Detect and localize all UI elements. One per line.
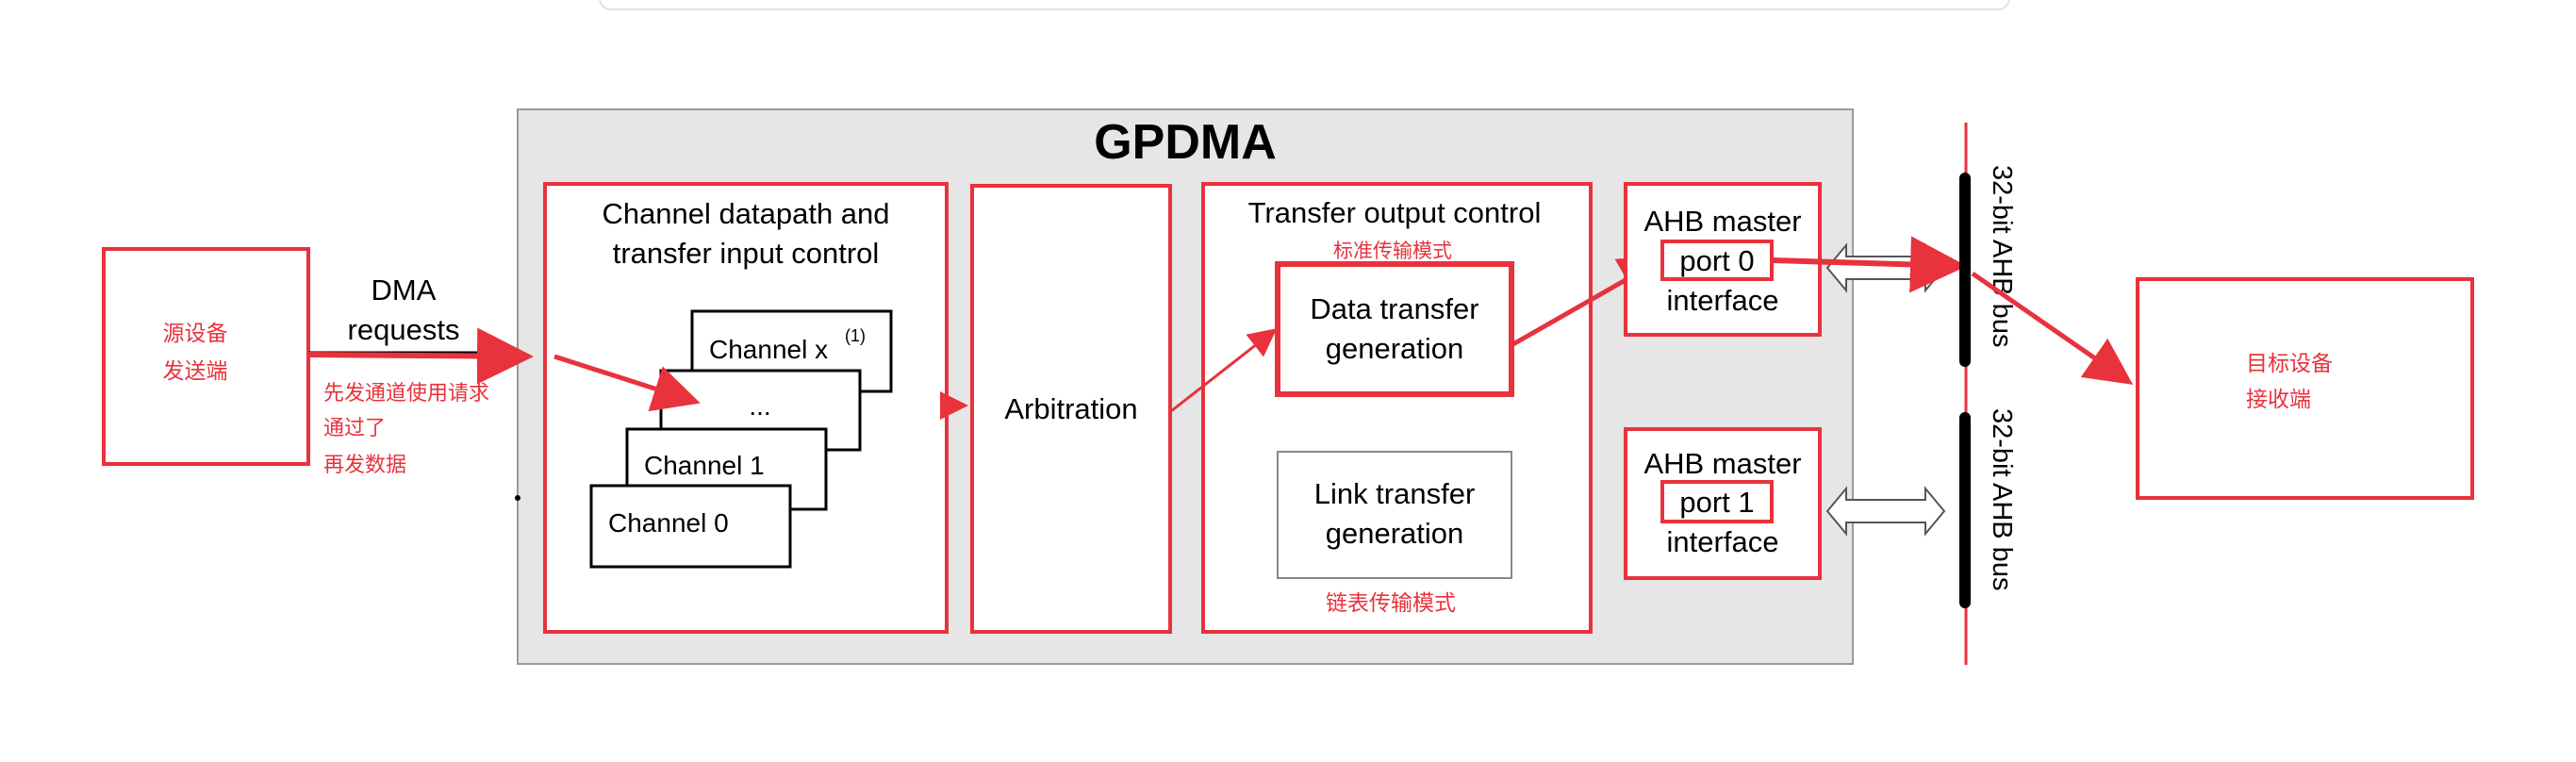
- data-transfer-label-1: Data transfer: [1310, 292, 1478, 325]
- dma-requests-label-2: requests: [348, 313, 460, 346]
- port-0-label: port 0: [1679, 244, 1754, 277]
- channel-1-label: Channel 1: [644, 451, 765, 480]
- arbitration-box: [970, 184, 1172, 634]
- channel-ellipsis-label: ...: [749, 391, 770, 421]
- arbitration-to-data-arrow: [1170, 328, 1278, 413]
- ahb-master-1-label-3: interface: [1667, 525, 1779, 558]
- target-device-label-1: 目标设备: [2246, 352, 2333, 376]
- source-device-label-2: 发送端: [163, 359, 228, 384]
- ahb-master-0-label-3: interface: [1667, 284, 1779, 317]
- link-transfer-label-2: generation: [1326, 517, 1464, 550]
- channel-datapath-title-1: Channel datapath and: [602, 197, 889, 230]
- bus-label-1: 32-bit AHB bus: [1987, 408, 2017, 590]
- source-device-box: [102, 247, 310, 466]
- ahb-bus-bar-0: [1959, 173, 1971, 367]
- top-card-edge: [599, 0, 2010, 10]
- transfer-output-title: Transfer output control: [1248, 196, 1542, 229]
- transfer-output-block: Transfer output control 标准传输模式 Data tran…: [1201, 182, 1593, 634]
- channel-0-label: Channel 0: [608, 508, 729, 538]
- request-note-3: 再发数据: [323, 454, 406, 477]
- arbitration-block: Arbitration: [970, 184, 1172, 634]
- request-note-1: 先发通道使用请求: [323, 382, 489, 406]
- target-device-box: [2136, 277, 2474, 500]
- dma-requests-label-1: DMA: [372, 273, 437, 306]
- channel-datapath-title-2: transfer input control: [613, 237, 880, 270]
- source-device: 源设备 发送端: [102, 247, 310, 466]
- bus-arrow-port0: [1825, 242, 1946, 293]
- link-transfer-box: [1277, 451, 1512, 579]
- standard-mode-label: 标准传输模式: [1333, 240, 1452, 262]
- bus-label-0: 32-bit AHB bus: [1987, 165, 2017, 347]
- target-device-label-2: 接收端: [2246, 388, 2311, 412]
- data-transfer-label-2: generation: [1326, 332, 1464, 365]
- channel-x-label: Channel x: [709, 335, 828, 364]
- link-transfer-label-1: Link transfer: [1314, 477, 1476, 510]
- dma-request-arrowhead: [479, 340, 517, 366]
- channel-datapath-block: Channel datapath and transfer input cont…: [543, 182, 949, 634]
- port-1-highlight: [1660, 480, 1774, 523]
- source-device-label-1: 源设备: [163, 322, 228, 346]
- ahb-bus-bar-1: [1959, 412, 1971, 608]
- target-device: 目标设备 接收端: [2136, 277, 2474, 500]
- data-transfer-box: [1275, 261, 1514, 397]
- gpdma-title: GPDMA: [1094, 115, 1277, 170]
- ahb-master-1-label-1: AHB master: [1643, 447, 1801, 480]
- port0-to-bus-arrow: [1771, 236, 1967, 293]
- port-1-label: port 1: [1679, 486, 1754, 519]
- data-transfer-box-outline: [1279, 265, 1511, 393]
- channel-red-arrow: [553, 354, 701, 412]
- bus-to-target-arrow: [1971, 271, 2134, 385]
- ahb-master-0-label-1: AHB master: [1643, 205, 1801, 238]
- bus-arrow-port1: [1825, 486, 1946, 537]
- dma-request-red-arrow: [307, 327, 534, 385]
- arbitration-label: Arbitration: [1004, 392, 1137, 425]
- channel-0-box: [589, 484, 792, 569]
- request-note-2: 通过了: [323, 417, 386, 440]
- linked-list-mode-label: 链表传输模式: [1326, 591, 1456, 616]
- edge-dot: [515, 495, 520, 501]
- channel-x-footnote: (1): [845, 326, 866, 345]
- ahb-master-1-block: AHB master port 1 interface: [1624, 427, 1822, 580]
